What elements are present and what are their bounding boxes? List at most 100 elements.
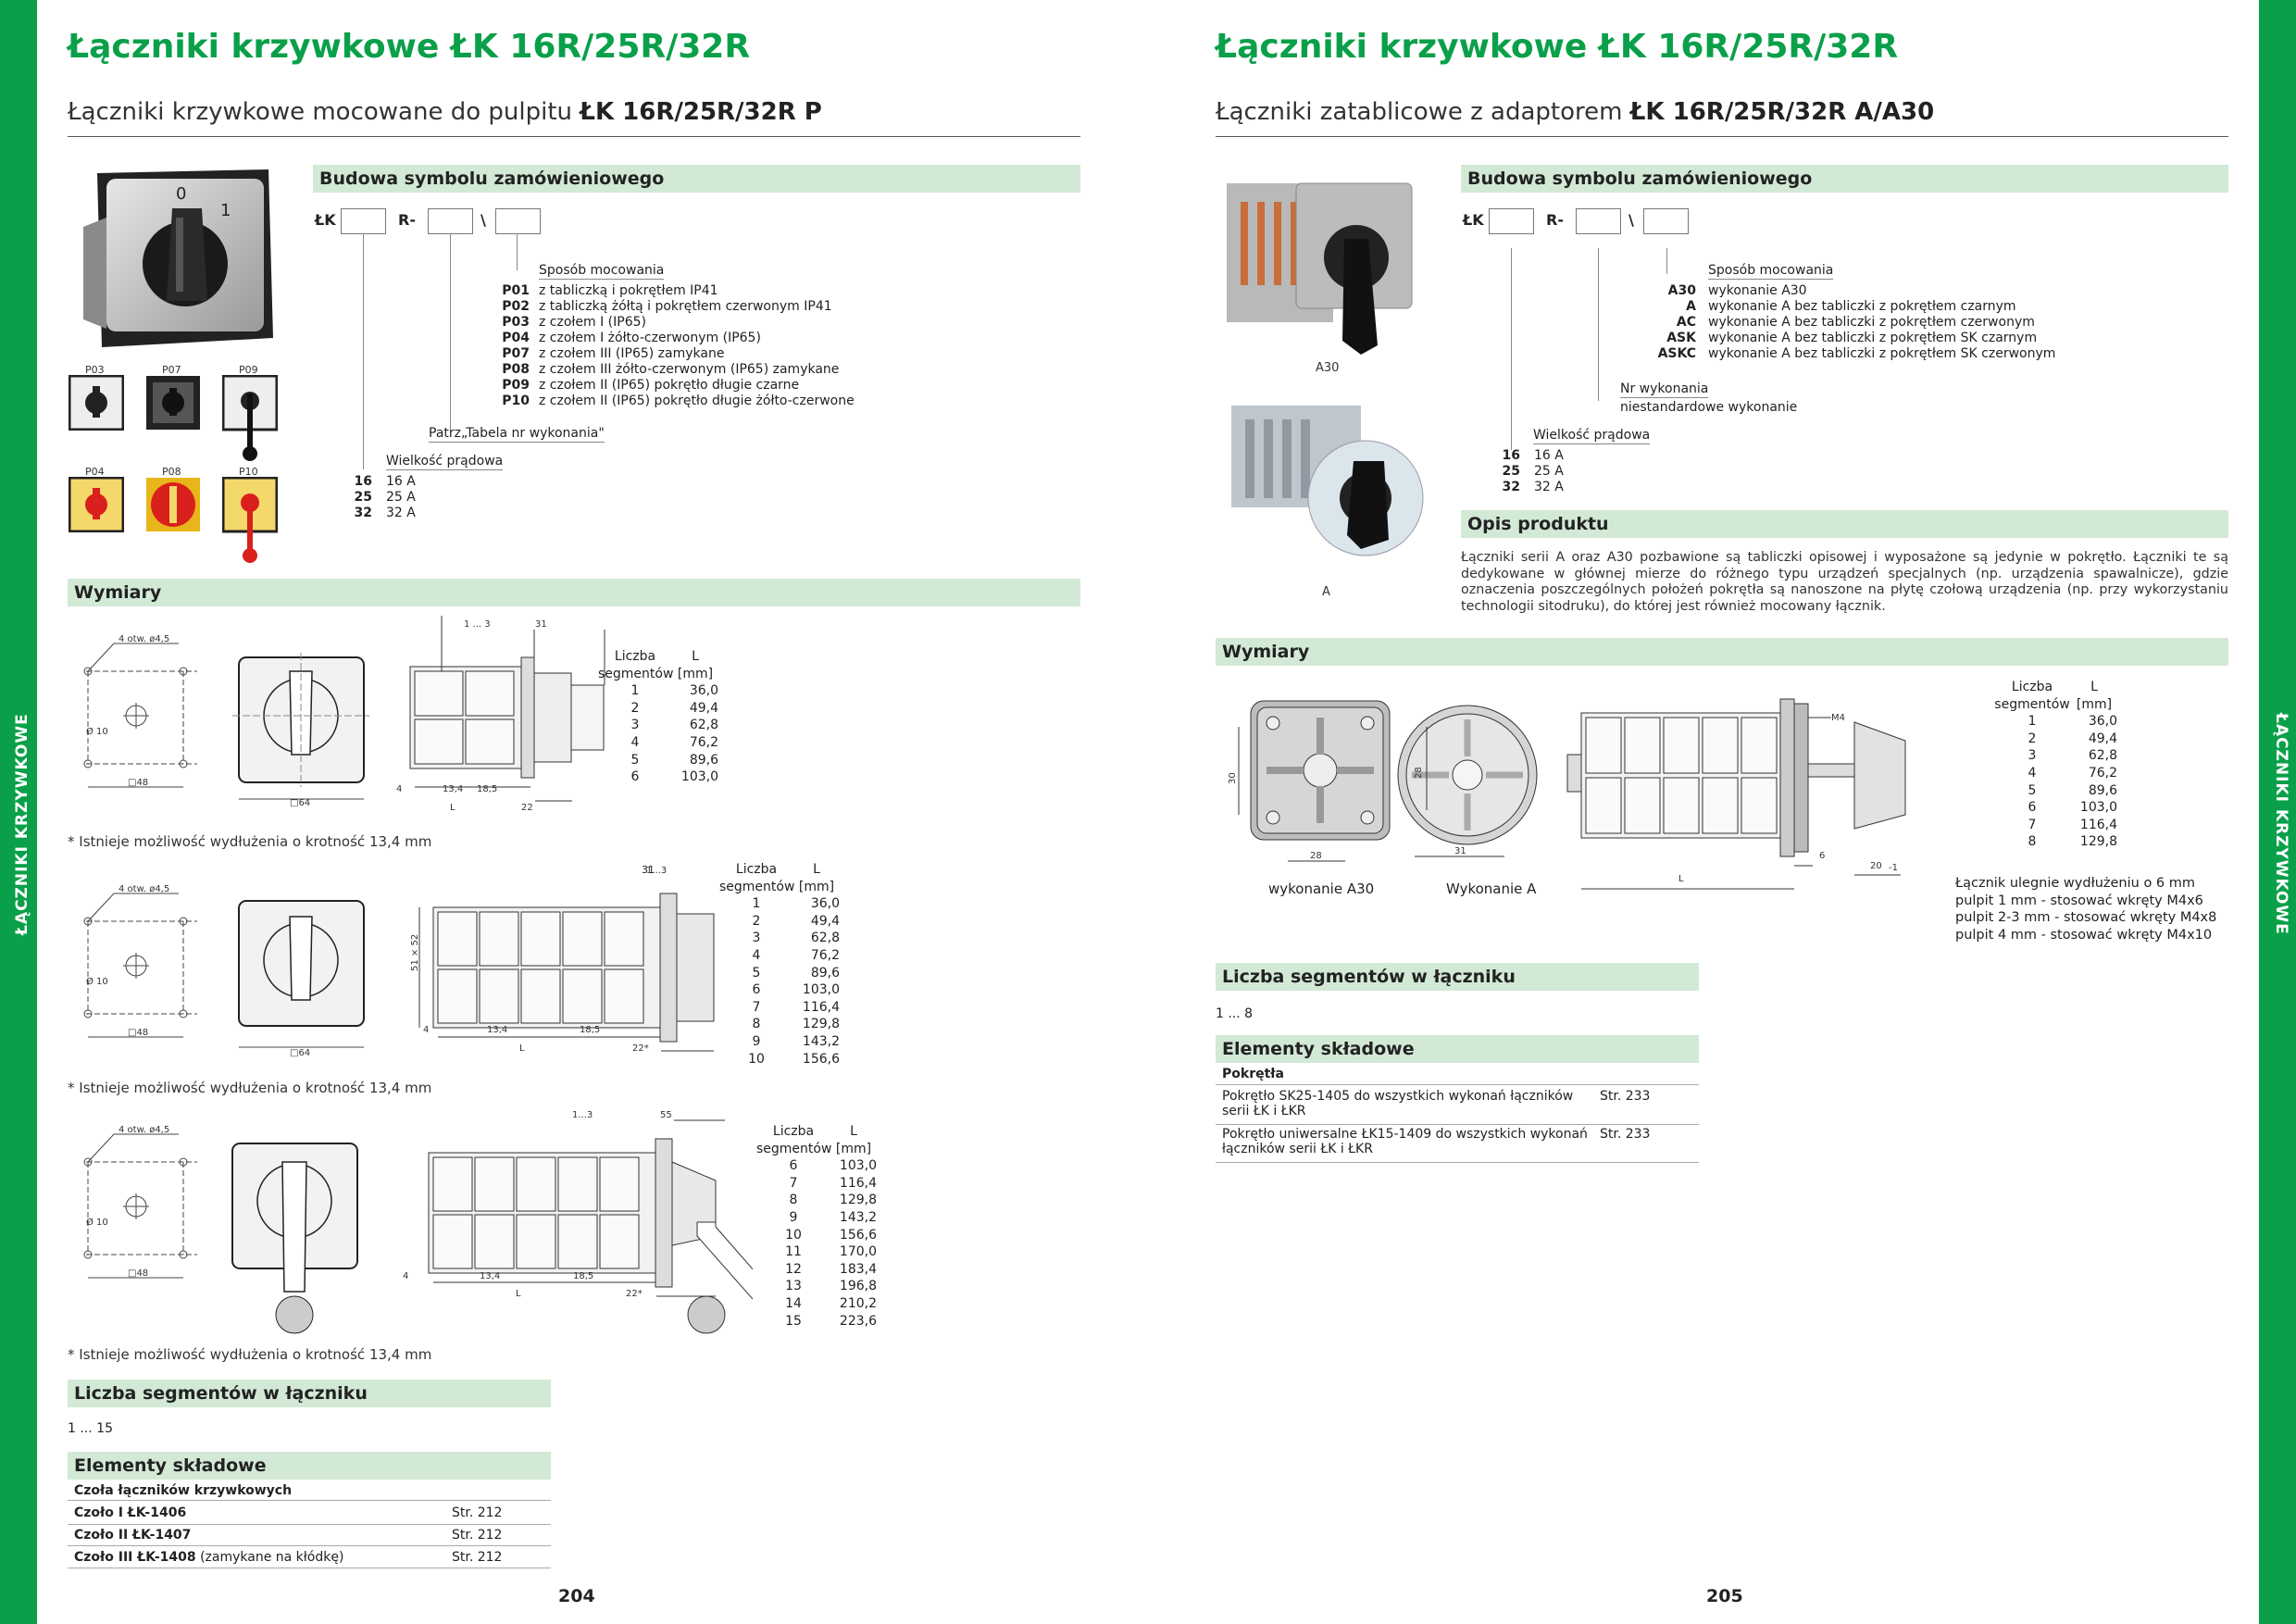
segments-cell: 15: [785, 1313, 802, 1329]
a-back-view: [1397, 705, 1538, 857]
segments-value: 1 ... 8: [1216, 1006, 1254, 1021]
segments-cell: 3: [630, 718, 640, 733]
dim-label: 13,4: [443, 784, 463, 794]
element-row: Czoło III ŁK-1408 (zamykane na kłódkę) S…: [68, 1545, 551, 1568]
photo-a30: [1227, 182, 1413, 355]
description-text: Łączniki serii A oraz A30 pozbawione są …: [1461, 550, 2228, 614]
element-row: Pokrętło SK25-1405 do wszystkich wykonań…: [1216, 1084, 1699, 1125]
table-row: 15 223,6: [756, 1313, 877, 1330]
length-cell: 89,6: [2088, 782, 2117, 798]
dim-label: □48: [128, 778, 148, 788]
sym-lk: ŁK: [1463, 211, 1484, 229]
length-cell: 183,4: [839, 1261, 877, 1277]
length-cell: 36,0: [810, 896, 840, 912]
segments-cell: 10: [785, 1227, 802, 1243]
order-symbol-header: Budowa symbolu zamówieniowego: [1461, 165, 2228, 193]
length-cell: 62,8: [689, 718, 718, 733]
dim-label: 22*: [632, 1043, 649, 1054]
dim-label: L: [450, 803, 455, 813]
segments-value: 1 ... 15: [68, 1421, 113, 1436]
page-number: 204: [558, 1586, 595, 1606]
footnote: * Istnieje możliwość wydłużenia o krotno…: [68, 1346, 432, 1363]
segments-cell: 11: [785, 1244, 802, 1260]
length-cell: 103,0: [839, 1158, 877, 1174]
thumb-label: P03: [85, 364, 105, 376]
length-cell: 89,6: [810, 965, 840, 981]
dim-label: 4: [396, 784, 402, 794]
dim-label: 18,5: [477, 784, 497, 794]
length-cell: 156,6: [802, 1051, 840, 1067]
length-cell: 49,4: [810, 913, 840, 929]
thumb-label: P04: [85, 466, 105, 478]
segments-cell: 1: [752, 896, 761, 912]
segments-cell: 9: [752, 1033, 761, 1049]
page-subtitle: Łączniki krzywkowe mocowane do pulpitu Ł…: [68, 98, 822, 126]
sym-leader: [1666, 248, 1667, 274]
length-cell: 129,8: [802, 1017, 840, 1032]
current-label: Wielkość prądowa: [386, 454, 504, 470]
hole-pattern: [83, 643, 197, 788]
footnote: * Istnieje możliwość wydłużenia o krotno…: [68, 833, 432, 850]
dim-label: Ø 10: [86, 976, 108, 987]
length-cell: 143,2: [839, 1209, 877, 1225]
sym-box-mount: [1643, 208, 1689, 234]
sym-r: R-: [1546, 211, 1564, 229]
dim-label: L: [516, 1289, 521, 1299]
length-cell: 196,8: [839, 1279, 877, 1294]
dim-drawing-a: 28 30 31 28 M4 L 6 20 -1: [1228, 698, 1906, 890]
segments-cell: 6: [752, 982, 761, 998]
length-cell: 49,4: [689, 700, 718, 716]
length-cell: 223,6: [839, 1313, 877, 1329]
length-cell: 76,2: [2088, 765, 2117, 781]
dim-label: 13,4: [480, 1271, 500, 1281]
photo-caption: A30: [1316, 361, 1340, 375]
dim-label: □64: [290, 1048, 310, 1058]
dim-label: 31: [535, 619, 547, 630]
sym-leader: [1598, 248, 1599, 401]
thumb-p07: [146, 376, 200, 430]
segments-cell: 6: [630, 769, 640, 785]
tabela-label: Patrz„Tabela nr wykonania": [429, 426, 605, 443]
length-cell: 103,0: [680, 769, 718, 785]
elements-header: Elementy składowe: [68, 1452, 551, 1480]
left-sidebar: ŁĄCZNIKI KRZYWKOWE: [0, 0, 37, 1624]
thumb-label: P07: [162, 364, 181, 376]
switch-photo: 0 1: [83, 169, 273, 347]
dim-drawing-1: 4 otw. ø4,5 Ø 10 □48 □64 1 ... 3 31 4 13…: [83, 616, 605, 813]
sym-leader: [450, 233, 451, 430]
sym-box-nr: [428, 208, 473, 234]
length-cell: 36,0: [2088, 714, 2117, 730]
length-cell: 116,4: [802, 999, 840, 1015]
dim-label: 28: [1310, 851, 1322, 861]
segments-cell: 7: [752, 999, 761, 1015]
svg-text:1: 1: [220, 201, 231, 220]
sym-leader: [1511, 248, 1512, 450]
segments-cell: 4: [2028, 765, 2037, 781]
a-side-view: [1566, 698, 1906, 890]
dimensions-header: Wymiary: [1216, 638, 2228, 666]
elements-header: Elementy składowe: [1216, 1035, 1699, 1063]
segments-cell: 7: [789, 1175, 798, 1191]
dim-label: 18,5: [580, 1025, 600, 1035]
length-cell: 129,8: [839, 1193, 877, 1208]
page-subtitle: Łączniki zatablicowe z adaptorem ŁK 16R/…: [1216, 98, 1935, 126]
elements-subheader: Pokrętła: [1222, 1067, 1284, 1081]
caption-a: Wykonanie A: [1446, 881, 1537, 897]
elements-subheader: Czoła łączników krzywkowych: [74, 1483, 293, 1498]
a30-back-view: [1238, 700, 1391, 862]
segments-cell: 2: [630, 700, 640, 716]
